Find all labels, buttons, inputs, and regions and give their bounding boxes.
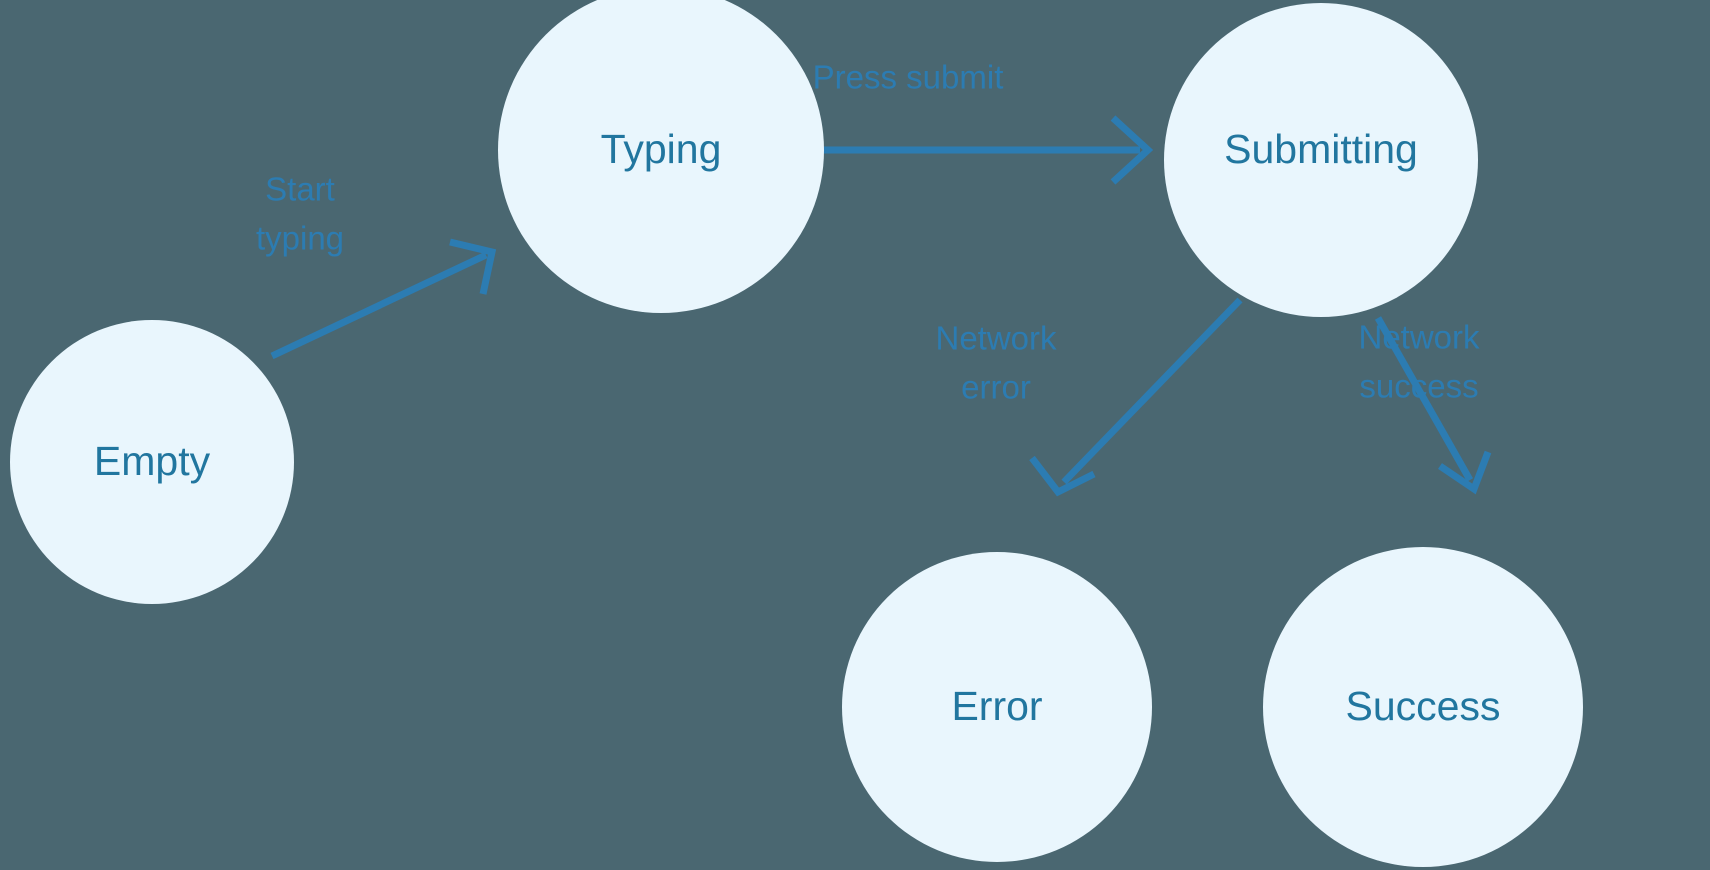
edge-label-typing-to-submitting-line1: Press submit — [813, 59, 1004, 96]
node-typing[interactable]: Typing — [498, 0, 824, 313]
node-error-label: Error — [951, 683, 1042, 729]
edge-label-submitting-to-success-line1: Network — [1358, 319, 1480, 356]
arrowhead-typing-to-submitting — [1110, 115, 1154, 185]
node-success[interactable]: Success — [1263, 547, 1583, 867]
node-empty[interactable]: Empty — [10, 320, 294, 604]
edge-label-submitting-to-error-line2: error — [961, 369, 1031, 406]
edge-line-submitting-to-error — [1061, 297, 1243, 485]
arrowhead-empty-to-typing — [449, 238, 497, 295]
node-typing-circle — [498, 0, 824, 313]
node-submitting[interactable]: Submitting — [1164, 3, 1478, 317]
node-typing-label: Typing — [601, 126, 722, 172]
edge-line-empty-to-typing — [270, 251, 488, 360]
node-submitting-circle — [1164, 3, 1478, 317]
node-empty-label: Empty — [94, 438, 211, 484]
edge-empty-to-typing[interactable]: Start typing — [256, 171, 497, 360]
arrowhead-submitting-to-error — [1029, 455, 1096, 497]
edge-line-submitting-to-success — [1374, 316, 1474, 482]
edge-label-empty-to-typing-line2: typing — [256, 220, 344, 257]
node-empty-circle — [10, 320, 294, 604]
node-submitting-label: Submitting — [1224, 126, 1418, 172]
arrowhead-submitting-to-success — [1438, 450, 1492, 495]
node-error-circle — [842, 552, 1152, 862]
node-error[interactable]: Error — [842, 552, 1152, 862]
node-success-circle — [1263, 547, 1583, 867]
edge-label-submitting-to-error-line1: Network — [935, 320, 1057, 357]
edge-label-empty-to-typing-line1: Start — [265, 171, 335, 208]
edge-typing-to-submitting[interactable]: Press submit — [766, 59, 1154, 185]
node-success-label: Success — [1346, 683, 1501, 729]
edge-label-submitting-to-success-line2: success — [1359, 368, 1478, 405]
edge-submitting-to-error[interactable]: Network error — [935, 297, 1243, 497]
edge-submitting-to-success[interactable]: Network success — [1358, 316, 1492, 495]
